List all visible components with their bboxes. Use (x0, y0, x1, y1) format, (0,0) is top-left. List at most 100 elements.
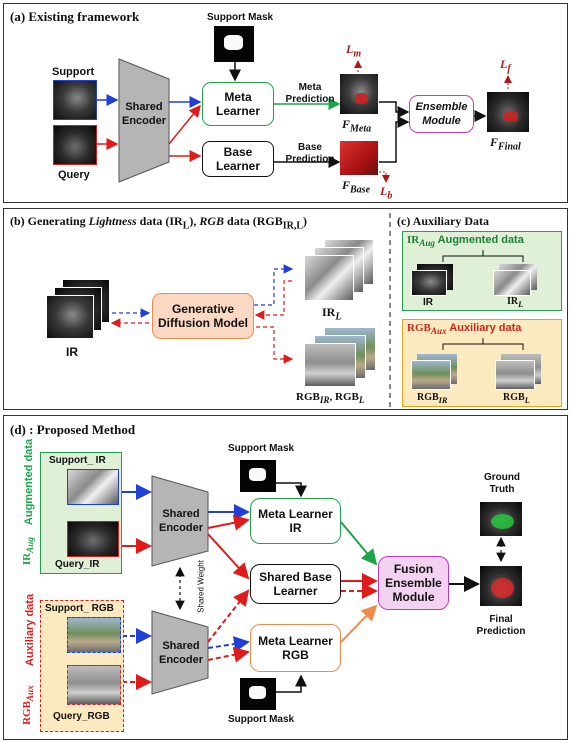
auxiliary-bracket (442, 338, 524, 350)
final-prediction-image (480, 566, 522, 606)
panel-b-arrows (110, 213, 391, 407)
support-mask-label: Support Mask (207, 12, 274, 23)
irl-stack-front (304, 255, 354, 301)
auxiliary-data-vertical-label: Auxiliary data (24, 590, 36, 670)
shared-encoder-bottom-label: Shared Encoder (158, 640, 203, 666)
ensemble-module-box: Ensemble Module (409, 95, 474, 133)
panel-a-arrows (97, 58, 512, 183)
aug-ir-front (411, 270, 447, 296)
f-base-image (340, 141, 378, 175)
aug-label-sub: Aug (419, 238, 436, 249)
support-ir-label: Support_ IR (49, 455, 106, 466)
loss-m-label: Lm (346, 42, 361, 59)
support-ir-image (67, 469, 119, 505)
meta-learner-box: Meta Learner (202, 82, 274, 126)
rgb-output-sub2: L (358, 395, 365, 406)
auxiliary-data-box: RGBAux Auxiliary data RGB IR RGBL (402, 319, 562, 407)
query-rgb-label: Query_RGB (53, 711, 110, 722)
panel-b-title: (b) Generating Lightness data (IRL), RGB… (10, 214, 307, 231)
generative-diffusion-model-box: Generative Diffusion Model (152, 293, 254, 339)
irl-label: IRL (322, 305, 341, 322)
f-meta-label: FMeta (342, 117, 371, 134)
aug-ir-label: IR (423, 297, 433, 308)
augmented-data-title: IRAug Augmented data (407, 234, 524, 248)
loss-m-text: L (346, 42, 354, 56)
ir-aug-text: IR (20, 552, 33, 566)
f-meta-sub: Meta (350, 123, 372, 135)
panel-b-title-end: ) (303, 214, 308, 228)
query-ir-image (67, 521, 119, 557)
rgb-output-sep: , RGB (329, 391, 359, 403)
panel-b-title-sub1: L (182, 220, 190, 232)
rgb-stack-front (304, 343, 356, 387)
meta-learner-ir-box: Meta Learner IR (250, 498, 341, 544)
ground-truth-image (480, 502, 522, 536)
rgb-aux-vertical-label: RGBAux (21, 683, 35, 727)
augmented-data-box: IRAug Augmented data IR IRL (402, 231, 562, 311)
base-learner-box: Base Learner (202, 141, 274, 177)
augmented-bracket (442, 250, 524, 262)
aux-label-text: RGB (407, 322, 431, 334)
panel-b-title-rgb: RGB (199, 214, 225, 228)
f-base-sub: Base (350, 184, 371, 196)
panel-a-existing-framework: (a) Existing framework (3, 3, 568, 203)
ir-aug-sub: Aug (25, 537, 36, 553)
aux-rgbl-front (495, 360, 535, 390)
panel-b-title-sub2: IR,L (282, 220, 304, 232)
loss-b-text: L (380, 184, 388, 198)
aux-rgbl-text: RGB (503, 392, 525, 403)
panel-b-title-mid3: data (RGB (224, 214, 283, 228)
loss-f-label: Lf (500, 57, 511, 74)
f-base-text: F (342, 178, 351, 192)
f-final-text: F (490, 135, 499, 149)
ir-label: IR (66, 345, 78, 359)
aug-irl-text: IR (507, 296, 519, 307)
augmented-data-group: Support_ IR Query_IR (40, 452, 122, 574)
aug-title-text: Augmented data (435, 234, 524, 246)
panel-a-title: (a) Existing framework (10, 9, 140, 24)
shared-encoder-label: Shared Encoder (121, 101, 166, 127)
support-rgb-label: Support_ RGB (45, 603, 114, 614)
query-ir-label: Query_IR (55, 559, 100, 570)
support-mask-top-label: Support Mask (228, 443, 295, 454)
support-mask-image (214, 26, 254, 62)
f-meta-text: F (342, 117, 351, 131)
shared-encoder-shape (118, 58, 170, 183)
auxiliary-data-group: Support_ RGB Query_RGB (40, 600, 124, 732)
augmented-data-vertical-label: Augmented data (23, 437, 35, 527)
auxiliary-data-title: RGBAux Auxiliary data (407, 322, 521, 336)
auxiliary-data-text: Auxiliary data (24, 593, 36, 667)
panel-c-title: (c) Auxiliary Data (397, 214, 489, 228)
f-final-label: FFinal (490, 135, 521, 152)
loss-f-sub: f (507, 63, 511, 75)
query-image (53, 125, 97, 165)
augmented-data-text: Augmented data (23, 438, 35, 526)
aug-irl-label: IRL (507, 296, 523, 309)
rgb-output-text: RGB (296, 391, 320, 403)
shared-encoder-top-shape (151, 475, 209, 567)
loss-m-sub: m (353, 48, 362, 60)
panel-d-proposed-method: (d) : Proposed Method (3, 415, 568, 740)
support-rgb-image (67, 617, 121, 653)
aux-title-text: Auxiliary data (446, 322, 522, 334)
panel-b-title-mid1: data (IR (136, 214, 183, 228)
ground-truth-label: Ground Truth (483, 472, 521, 495)
ir-stack-front (46, 295, 94, 339)
query-rgb-image (67, 665, 121, 705)
support-mask-top-image (240, 460, 276, 492)
meta-prediction-label: Meta Prediction (285, 82, 335, 105)
f-final-image (487, 92, 529, 132)
query-label: Query (58, 169, 90, 181)
panel-d-title: (d) : Proposed Method (10, 422, 136, 437)
aux-rgbir-sub: IR (438, 396, 448, 405)
shared-weight-label: Shared Weight (196, 560, 206, 613)
panel-d-arrows (120, 475, 506, 695)
final-prediction-label: Final Prediction (476, 614, 526, 637)
loss-f-text: L (500, 57, 508, 71)
aux-rgbl-label: RGBL (503, 392, 530, 405)
panel-b-title-prefix: (b) Generating (10, 214, 89, 228)
support-mask-bottom-image (240, 678, 276, 710)
ir-aug-vertical-label: IRAug (21, 531, 35, 571)
rgb-aux-text: RGB (20, 701, 33, 725)
f-base-label: FBase (342, 178, 370, 195)
